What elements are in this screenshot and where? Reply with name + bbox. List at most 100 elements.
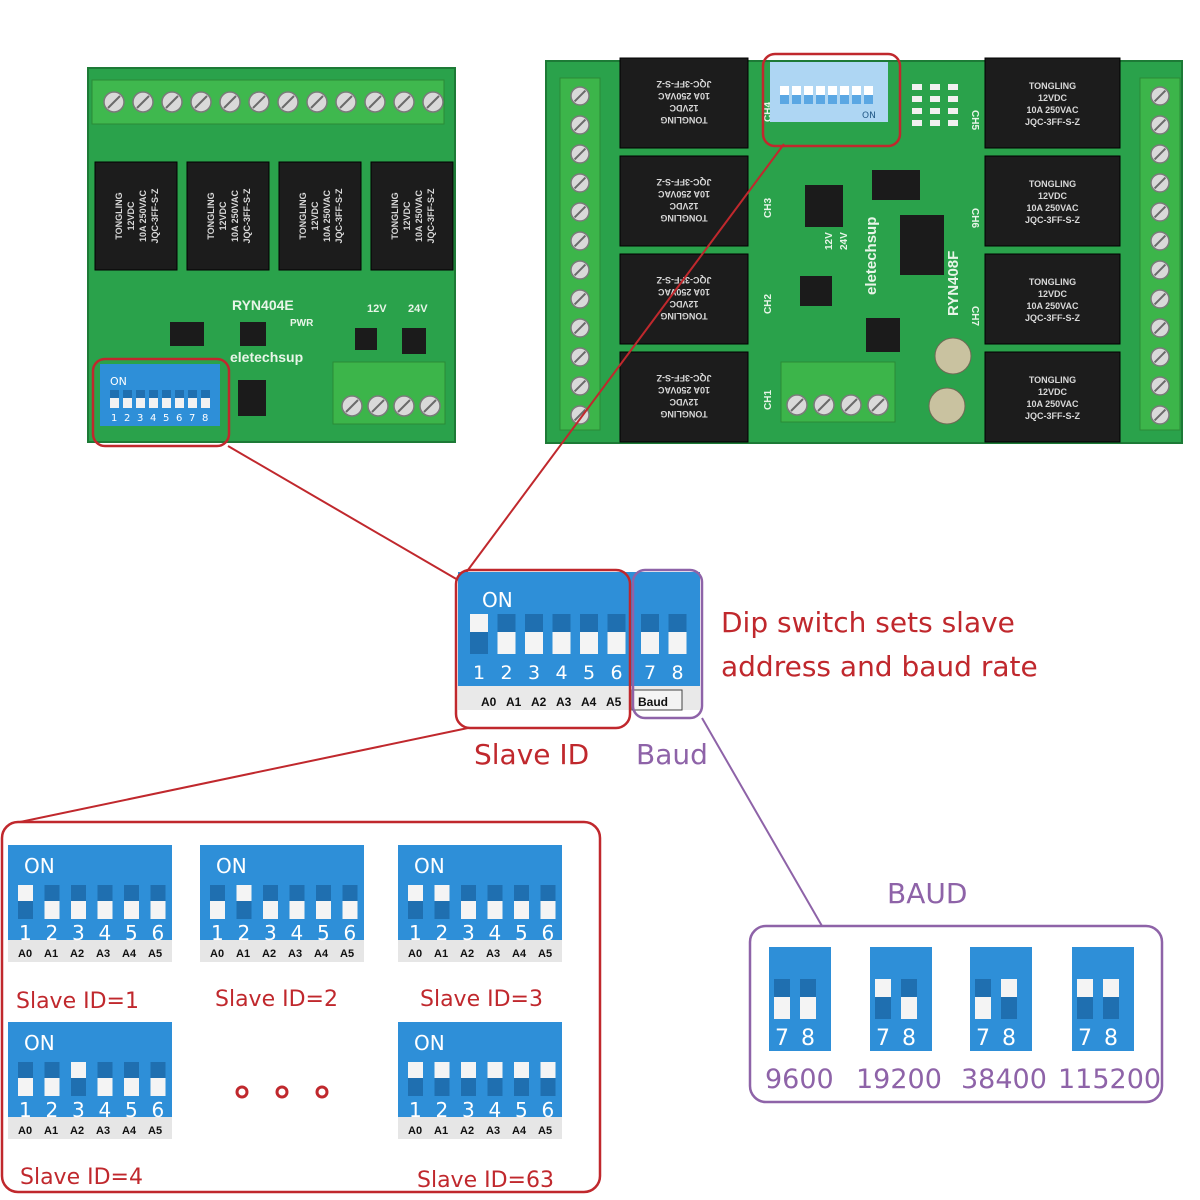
relay-marking: TONGLING [660, 115, 707, 125]
addr-label: A3 [96, 1125, 110, 1137]
terminal-screws-top [103, 91, 444, 113]
dip-lever [1001, 979, 1017, 997]
chip [805, 185, 843, 227]
channel-label: CH5 [969, 110, 980, 130]
addr-label: A2 [70, 948, 84, 960]
relay-marking: 12VDC [218, 201, 228, 231]
relay-marking: TONGLING [660, 409, 707, 419]
dip-number: 7 [976, 1026, 990, 1051]
addr-label: A4 [122, 948, 137, 960]
relay-marking: 10A 250VAC [657, 287, 710, 297]
dip-lever [804, 86, 813, 95]
dip-number: 3 [462, 1098, 475, 1122]
addr-label: A0 [408, 1125, 422, 1137]
chip [872, 170, 920, 200]
dip-lever [552, 632, 571, 654]
dip-lever [44, 1078, 60, 1096]
dip-lever [514, 1062, 529, 1078]
connector-left-board [227, 445, 459, 581]
dip-number: 3 [462, 921, 475, 945]
addr-label: A0 [18, 948, 32, 960]
addr-label: A3 [288, 948, 302, 960]
dip-lever [840, 86, 849, 95]
relay-marking: JQC-3FF-S-Z [656, 373, 712, 383]
dip-lever [540, 1062, 556, 1078]
led [912, 96, 922, 102]
addr-label: A0 [210, 948, 224, 960]
dip-lever [175, 398, 184, 408]
slave-id-caption: Slave ID [474, 738, 589, 771]
dip-number: 2 [436, 1098, 449, 1122]
left-brand: eletechsup [230, 349, 303, 365]
channel-label: CH3 [763, 198, 774, 218]
addr-label: A0 [481, 695, 497, 709]
right-v24-label: 24V [839, 232, 850, 250]
dip-number: 4 [489, 921, 502, 945]
dip-lever [470, 614, 488, 632]
dip-lever [162, 398, 171, 408]
relay-marking: TONGLING [114, 192, 124, 239]
dip-number: 8 [902, 1026, 916, 1051]
addr-label: A1 [434, 948, 448, 960]
relay-marking: 12VDC [1038, 191, 1068, 201]
dip-number: 2 [124, 413, 130, 424]
callout-baud-tag: Baud [638, 695, 668, 709]
relay-marking: 12VDC [126, 201, 136, 231]
relay-marking: 10A 250VAC [138, 189, 148, 242]
addr-label: A2 [460, 1125, 474, 1137]
relay-marking: 10A 250VAC [657, 385, 710, 395]
relay-marking: 10A 250VAC [1026, 203, 1079, 213]
dip-number: 7 [189, 413, 195, 424]
addr-label: A4 [512, 1125, 527, 1137]
relay-marking: TONGLING [390, 192, 400, 239]
relay-marking: 12VDC [669, 201, 699, 211]
chip [238, 380, 266, 416]
relay-marking: TONGLING [1029, 179, 1076, 189]
addr-label: A1 [44, 948, 58, 960]
dip-lever [263, 901, 278, 919]
dip-lever [97, 901, 113, 919]
addr-label: A0 [408, 948, 422, 960]
relay-marking: JQC-3FF-S-Z [1025, 215, 1081, 225]
dip-lever [316, 901, 331, 919]
dip-lever [461, 1062, 476, 1078]
dip-number: 5 [163, 413, 169, 424]
left-v24-label: 24V [408, 303, 428, 315]
dip-number: 1 [19, 921, 32, 945]
led [948, 108, 958, 114]
dip-lever [18, 885, 33, 901]
relay-marking: 12VDC [1038, 93, 1068, 103]
dip-number: 3 [528, 662, 540, 684]
baud-rate-label: 38400 [961, 1064, 1047, 1095]
addr-label: A2 [531, 695, 547, 709]
dip-lever [150, 1078, 166, 1096]
dip-lever [71, 1062, 86, 1078]
dip-number: 1 [19, 1098, 32, 1122]
relay-marking: 10A 250VAC [230, 189, 240, 242]
relay-marking: JQC-3FF-S-Z [242, 188, 252, 244]
dip-number: 4 [556, 662, 568, 684]
led [948, 120, 958, 126]
addr-label: A1 [44, 1125, 58, 1137]
dip-number: 5 [125, 1098, 138, 1122]
relay-marking: TONGLING [1029, 277, 1076, 287]
dip-lever [514, 901, 529, 919]
left-model: RYN404E [232, 297, 294, 313]
dip-lever [136, 398, 145, 408]
dip-lever [44, 901, 60, 919]
dip-number: 3 [137, 413, 143, 424]
dip-on-label: ON [414, 854, 445, 878]
dip-number: 5 [515, 921, 528, 945]
relay-marking: 10A 250VAC [657, 189, 710, 199]
dip-lever [607, 632, 626, 654]
chip [800, 276, 832, 306]
dip-lever [780, 86, 789, 95]
